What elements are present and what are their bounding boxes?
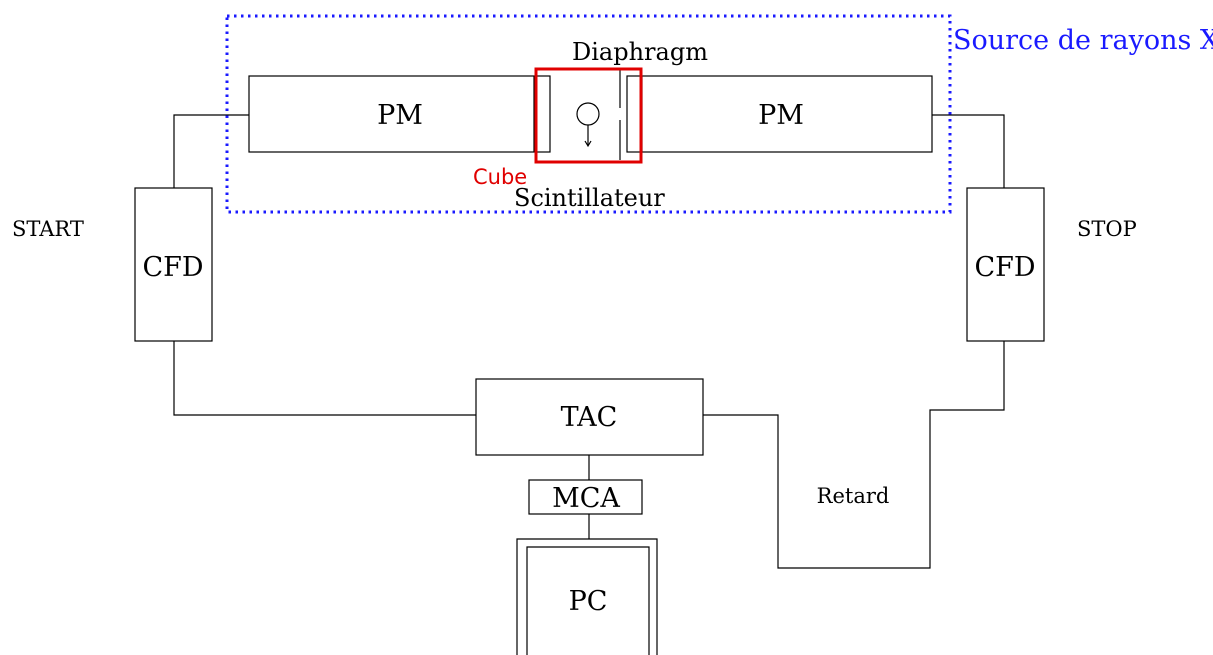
xray-source-region	[225, 14, 952, 214]
pm-right-box	[626, 75, 933, 153]
stop-label: STOP	[1077, 217, 1137, 241]
wire-pm-left-to-cfd-left	[173, 114, 249, 188]
cube-label: Cube	[473, 165, 527, 189]
start-label: START	[12, 217, 84, 241]
scintillator-arrow-head	[584, 140, 592, 148]
cube-highlight-box	[534, 67, 643, 164]
wire-pm-right-to-cfd-right	[932, 114, 1005, 188]
pm-left-box	[248, 75, 551, 153]
pm-right-label: PM	[758, 100, 804, 131]
source-label: Source de rayons X	[953, 25, 1213, 56]
tac-label: TAC	[561, 402, 618, 433]
scintillator-circle	[576, 102, 600, 126]
pm-left-label: PM	[377, 100, 423, 131]
cfd-right-label: CFD	[974, 252, 1035, 283]
pc-label: PC	[569, 586, 608, 617]
scintillator-label: Scintillateur	[514, 184, 665, 212]
pc-outer-frame	[516, 538, 658, 655]
cfd-left-label: CFD	[142, 252, 203, 283]
mca-box	[528, 479, 643, 515]
retard-label: Retard	[817, 484, 890, 508]
wire-cfd-right-delay-to-tac	[703, 341, 1005, 569]
wire-cfd-left-to-tac	[173, 341, 476, 416]
mca-label: MCA	[552, 483, 620, 514]
diaphragm-label: Diaphragm	[572, 38, 708, 66]
cfd-right-box	[966, 187, 1045, 342]
pc-inner-frame	[526, 546, 650, 655]
